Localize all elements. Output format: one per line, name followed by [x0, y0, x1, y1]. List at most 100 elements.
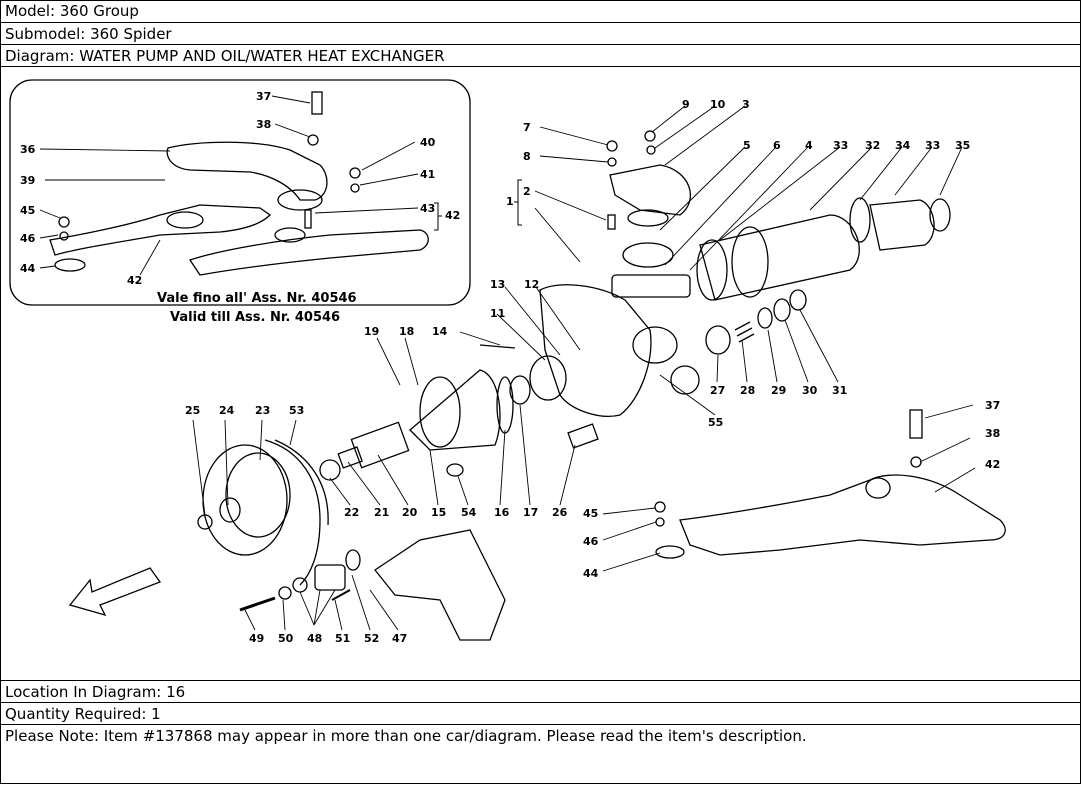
o-ring-55: [670, 365, 700, 395]
washer-50: [278, 586, 292, 600]
gasket-44: [655, 545, 685, 559]
submodel-row: Submodel: 360 Spider: [0, 23, 1081, 45]
callout-23: 23: [255, 404, 270, 417]
bolt-51: [331, 589, 351, 601]
roller-48: [314, 564, 346, 591]
callout-35: 35: [955, 139, 970, 152]
impeller: [529, 355, 567, 401]
callout-1: 1: [506, 195, 514, 208]
callout-10: 10: [710, 98, 726, 111]
bush-52: [345, 549, 361, 571]
pulley-hub: [219, 497, 241, 523]
cap-27: [705, 325, 731, 355]
heat-exchanger-body: [699, 214, 860, 301]
callout-42: 42: [445, 209, 460, 222]
manifold-flange: [865, 477, 891, 499]
callout-31: 31: [832, 384, 847, 397]
callout-13: 13: [490, 278, 505, 291]
callout-46: 46: [20, 232, 36, 245]
location-row: Location In Diagram: 16: [0, 680, 1081, 703]
inset-pipe-upper: [166, 141, 328, 201]
ring-31: [789, 289, 807, 311]
bolt-7: [606, 140, 618, 152]
clamp-35: [929, 198, 951, 232]
submodel-label: Submodel: 360 Spider: [5, 25, 172, 43]
diagram-title: Diagram: WATER PUMP AND OIL/WATER HEAT E…: [5, 47, 445, 65]
bearing-20: [350, 421, 410, 469]
callout-45: 45: [20, 204, 35, 217]
callout-32: 32: [865, 139, 880, 152]
callout-33: 33: [833, 139, 848, 152]
callout-26: 26: [552, 506, 568, 519]
parts-diagram: 37 38 36 40 39 41 45 43 42 46 44 42 9 10…: [0, 67, 1081, 680]
inset-nut: [349, 167, 361, 179]
inset-washer: [307, 134, 319, 146]
model-row: Model: 360 Group: [0, 0, 1081, 23]
location-label: Location In Diagram: 16: [5, 683, 186, 701]
washer-46: [655, 517, 665, 527]
bolt-49: [239, 596, 276, 612]
callout-8: 8: [523, 150, 531, 163]
callout-38: 38: [256, 118, 271, 131]
heat-exchanger-cap: [696, 239, 728, 301]
callout-22: 22: [344, 506, 359, 519]
callout-4: 4: [805, 139, 813, 152]
callout-24: 24: [219, 404, 235, 417]
inset-note-line1: Vale fino all' Ass. Nr. 40546: [157, 291, 357, 306]
thermostat-flange: [611, 274, 691, 298]
clamp-34: [849, 197, 871, 243]
belt-53-b: [274, 439, 329, 526]
inset-stud: [304, 209, 312, 229]
inset-sensor: [311, 91, 323, 115]
callout-6: 6: [773, 139, 781, 152]
o-ring: [627, 209, 669, 227]
callout-18: 18: [399, 325, 414, 338]
hose-33: [869, 199, 935, 251]
pin-2: [607, 214, 616, 230]
callout-11: 11: [490, 307, 505, 320]
stud-14: [479, 344, 516, 349]
model-label: Model: 360 Group: [5, 2, 139, 20]
callout-25: 25: [185, 404, 200, 417]
callout-41: 41: [420, 168, 435, 181]
callout-33b: 33: [925, 139, 940, 152]
bolt-9: [644, 130, 656, 142]
callout-42c: 42: [985, 458, 1000, 471]
inset-washer-3: [59, 231, 69, 241]
callout-45b: 45: [583, 507, 598, 520]
callout-46b: 46: [583, 535, 599, 548]
heat-exchanger-end: [731, 226, 769, 298]
pump-outlet: [632, 326, 678, 364]
seal-17: [509, 375, 531, 405]
thermostat-cover: [609, 164, 691, 216]
callout-38b: 38: [985, 427, 1000, 440]
bracket-47: [374, 529, 506, 641]
inset-gasket: [54, 258, 86, 272]
exhaust-manifold: [679, 474, 1006, 556]
diagram-row: Diagram: WATER PUMP AND OIL/WATER HEAT E…: [0, 45, 1081, 67]
callout-17: 17: [523, 506, 538, 519]
belt-53: [264, 439, 321, 586]
sensor-37: [909, 409, 923, 439]
callout-21: 21: [374, 506, 389, 519]
callout-28: 28: [740, 384, 755, 397]
callout-50: 50: [278, 632, 294, 645]
quantity-row: Quantity Required: 1: [0, 703, 1081, 725]
callout-39: 39: [20, 174, 35, 187]
callout-27: 27: [710, 384, 725, 397]
inset-washer-2: [350, 183, 360, 193]
callout-40: 40: [420, 136, 436, 149]
spring-28: [734, 321, 755, 343]
callout-15: 15: [431, 506, 446, 519]
callout-54: 54: [461, 506, 477, 519]
callout-2: 2: [523, 185, 531, 198]
washer-38: [910, 456, 922, 468]
callout-48: 48: [307, 632, 322, 645]
inset-flange-2: [166, 211, 204, 229]
inset-box: [9, 79, 471, 306]
plug-54: [446, 463, 464, 477]
callout-47: 47: [392, 632, 407, 645]
nut-45: [654, 501, 666, 513]
callout-29: 29: [771, 384, 786, 397]
